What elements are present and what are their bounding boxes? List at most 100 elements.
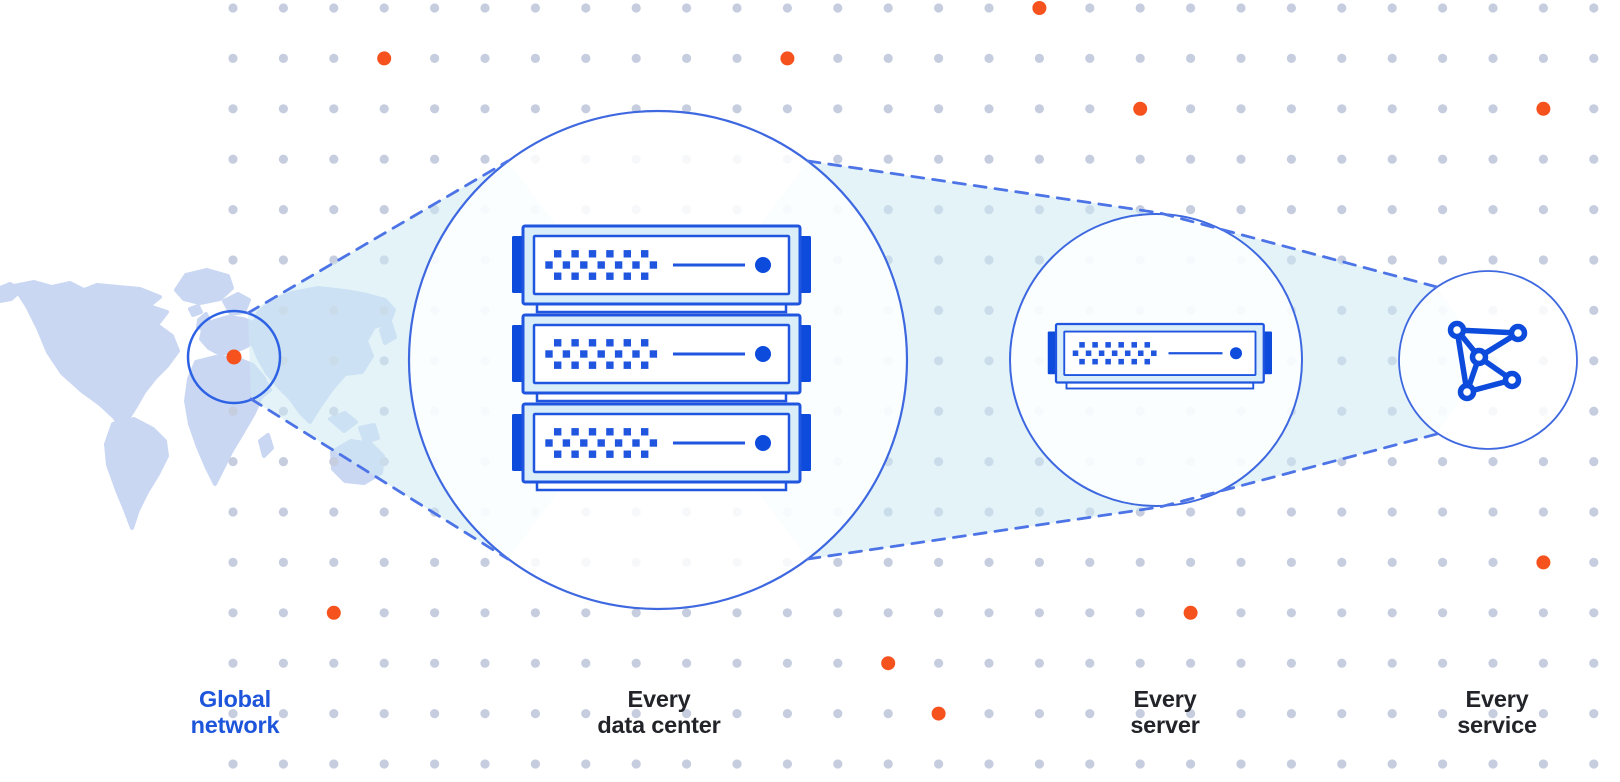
- grid-dot: [581, 3, 591, 13]
- grid-dot: [1135, 658, 1145, 668]
- grid-dot: [1085, 104, 1095, 114]
- grid-dot: [1085, 759, 1095, 769]
- grid-dot: [1337, 507, 1347, 517]
- grid-dot: [530, 608, 541, 618]
- grid-dot: [1438, 709, 1448, 719]
- grid-dot: [1286, 53, 1296, 64]
- grid-dot: [278, 53, 288, 64]
- grid-dot: [430, 104, 440, 114]
- grid-dot: [1236, 608, 1246, 618]
- matrix-dot: [1151, 350, 1157, 357]
- continent-shape: [174, 268, 234, 305]
- grid-dot: [1438, 255, 1448, 265]
- grid-dot: [1286, 3, 1296, 13]
- matrix-dot: [623, 272, 631, 280]
- grid-dot: [883, 759, 893, 769]
- matrix-dot: [623, 361, 631, 369]
- grid-dot: [329, 104, 339, 114]
- grid-dot: [480, 104, 490, 114]
- grid-dot: [1337, 205, 1347, 215]
- continent-shape: [104, 417, 169, 530]
- matrix-dot: [606, 339, 614, 347]
- matrix-dot: [1098, 350, 1105, 357]
- server-led: [1230, 347, 1242, 360]
- dash-right-top: [806, 159, 1439, 289]
- matrix-dot: [623, 250, 631, 258]
- matrix-dot: [554, 361, 562, 369]
- matrix-dot: [1111, 350, 1118, 357]
- grid-dot: [1286, 759, 1296, 769]
- matrix-dot: [588, 361, 597, 369]
- accent-dot-orange: [1183, 605, 1198, 620]
- rack-server-3: [512, 402, 811, 492]
- grid-dot: [278, 709, 288, 719]
- matrix-dot: [614, 350, 623, 358]
- grid-dot: [1538, 205, 1548, 215]
- grid-dot: [278, 608, 288, 618]
- grid-dot: [833, 658, 843, 668]
- grid-dot: [329, 53, 339, 64]
- grid-dot: [782, 104, 793, 114]
- server-front-panel: [1063, 330, 1257, 376]
- grid-dot: [682, 658, 692, 668]
- grid-dot: [1589, 457, 1599, 467]
- grid-dot: [833, 759, 843, 769]
- matrix-dot: [597, 350, 605, 358]
- network-graph-icon: [1447, 320, 1528, 402]
- grid-dot: [1236, 557, 1246, 568]
- grid-dot: [1488, 205, 1498, 215]
- grid-dot: [833, 608, 843, 618]
- graph-edge: [1454, 327, 1470, 395]
- grid-dot: [581, 759, 591, 769]
- grid-dot: [1034, 154, 1044, 164]
- label-every-server: Every server: [1130, 686, 1200, 738]
- matrix-dot: [571, 339, 579, 347]
- grid-dot: [1236, 154, 1246, 164]
- grid-dot: [278, 3, 288, 13]
- grid-dot: [984, 53, 994, 64]
- grid-dot: [984, 154, 994, 164]
- matrix-dot: [580, 261, 588, 269]
- grid-dot: [1387, 709, 1397, 719]
- grid-dot: [1589, 255, 1599, 265]
- grid-dot: [1387, 557, 1397, 568]
- label-global-network: Global network: [191, 686, 280, 738]
- grid-dot: [732, 53, 742, 64]
- grid-dot: [732, 104, 742, 114]
- grid-dot: [1538, 457, 1548, 467]
- grid-dot: [732, 658, 742, 668]
- grid-dot: [682, 608, 692, 618]
- grid-dot: [480, 154, 490, 164]
- grid-dot: [732, 759, 742, 769]
- grid-dot: [1589, 154, 1599, 164]
- matrix-dot: [1079, 358, 1085, 365]
- grid-dot: [329, 154, 339, 164]
- dash-map-top: [246, 159, 510, 315]
- grid-dot: [1135, 3, 1145, 13]
- grid-dot: [1589, 305, 1599, 315]
- grid-dot: [379, 709, 389, 719]
- grid-dot: [1085, 557, 1095, 568]
- rack-server-1: [512, 224, 811, 314]
- matrix-dot: [554, 250, 562, 258]
- grid-dot: [581, 53, 591, 64]
- grid-dot: [1438, 658, 1448, 668]
- matrix-dot: [1118, 342, 1124, 348]
- grid-dot: [278, 557, 288, 568]
- grid-dot: [329, 205, 339, 215]
- matrix-dot: [580, 350, 588, 358]
- grid-dot: [228, 154, 238, 164]
- matrix-dot: [1092, 342, 1098, 348]
- grid-dot: [329, 658, 339, 668]
- label-line: data center: [597, 711, 721, 738]
- matrix-dot: [614, 439, 623, 447]
- grid-dot: [1488, 3, 1498, 13]
- grid-dot: [1286, 507, 1296, 517]
- grid-dot: [329, 557, 339, 568]
- grid-dot: [1589, 709, 1599, 719]
- grid-dot: [1236, 709, 1246, 719]
- grid-dot: [1488, 759, 1498, 769]
- grid-dot: [379, 507, 389, 517]
- grid-dot: [480, 709, 490, 719]
- grid-dot: [1236, 3, 1246, 13]
